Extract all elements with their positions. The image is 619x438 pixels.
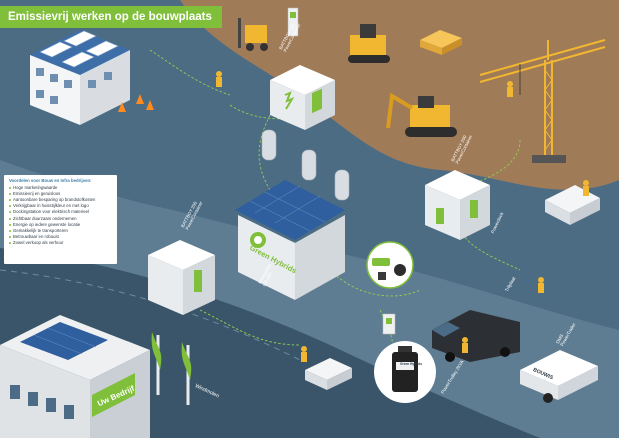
road-marking	[0, 269, 301, 361]
benefits-heading: Voordelen voor Bouw en Infra bedrijven:	[9, 178, 92, 183]
powertrolley-bubble	[374, 341, 436, 403]
powercontainer-right	[425, 170, 490, 240]
benefit-item: Emissievrij en geruisloos	[9, 191, 114, 197]
benefit-item: Aantoonbare besparing op brandstofkosten	[9, 197, 114, 203]
material-boxes	[420, 30, 462, 55]
excavator	[386, 92, 457, 137]
traffic-cones	[118, 94, 154, 112]
tower-crane	[479, 39, 606, 160]
electric-van	[432, 310, 520, 362]
benefit-item: Verkrijgbaar in huisstijlkleur en met lo…	[9, 203, 114, 209]
charging-pole	[287, 7, 299, 37]
vertical-turbines	[261, 129, 350, 201]
powercontainer-left	[148, 240, 215, 315]
company-building	[0, 315, 150, 438]
crane-base	[532, 155, 566, 163]
label-battery-brand: Green Hybrids	[400, 362, 422, 366]
workers	[216, 71, 589, 362]
wind-turbines	[151, 332, 192, 405]
powercontainer-top	[270, 65, 335, 130]
page-title: Emissievrij werken op de bouwplaats	[0, 6, 222, 28]
benefit-item: Hoge marketingwaarde	[9, 185, 114, 191]
benefit-item: Zowel verkoop als verhuur	[9, 240, 114, 246]
benefit-item: Zichtbaar duurzaam ondernemen	[9, 216, 114, 222]
benefit-item: Betrouwbaar en robuust	[9, 234, 114, 240]
benefit-item: Energie op iedere gewenste locatie	[9, 222, 114, 228]
benefits-panel: Voordelen voor Bouw en Infra bedrijven: …	[4, 175, 117, 264]
forklift	[238, 18, 268, 51]
powerdock	[382, 313, 396, 335]
site-office	[30, 30, 130, 125]
bulldozer	[348, 24, 390, 63]
benefit-item: Dockingstation voor elektrisch materieel	[9, 209, 114, 215]
tools-bubble	[366, 241, 414, 289]
material-pallet-bottom	[305, 358, 352, 390]
energyhub-container	[235, 180, 345, 300]
sand-area	[180, 0, 619, 190]
benefit-item: Gemakkelijk te transporteren	[9, 228, 114, 234]
powertrailer	[520, 350, 598, 403]
